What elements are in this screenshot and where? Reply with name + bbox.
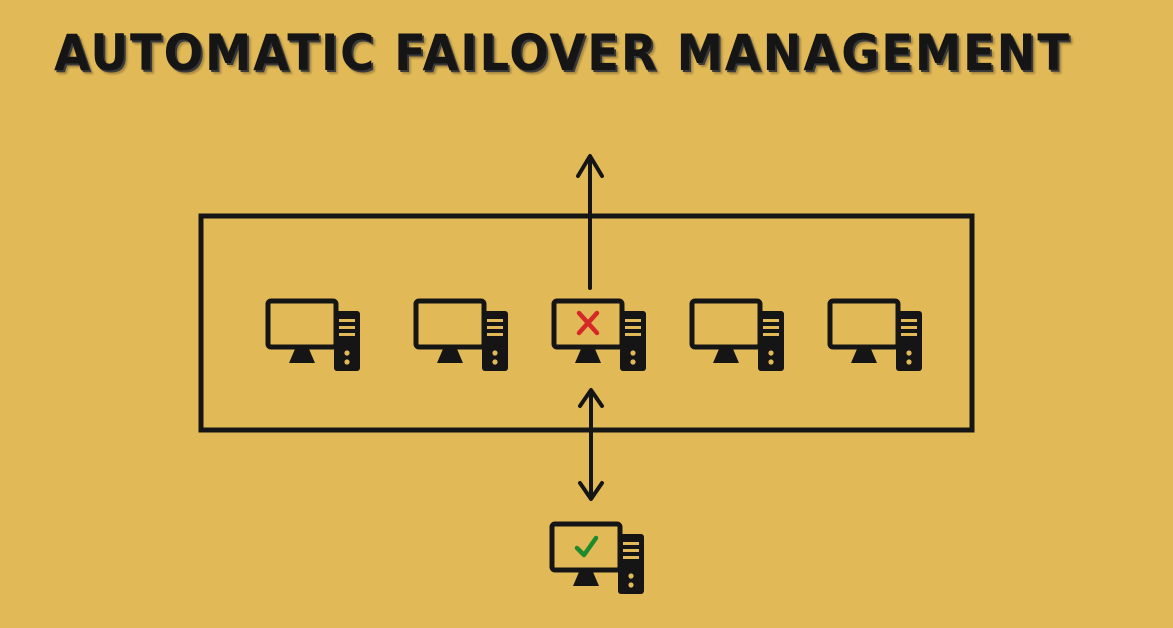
cluster-node-1 <box>268 301 360 371</box>
standby-node <box>552 524 644 594</box>
cluster-node-5 <box>830 301 922 371</box>
cluster-node-3-failed <box>554 301 646 371</box>
computer-icon <box>830 301 922 371</box>
cluster-node-2 <box>416 301 508 371</box>
computer-icon <box>416 301 508 371</box>
cluster-node-4 <box>692 301 784 371</box>
computer-icon <box>268 301 360 371</box>
red-cross-icon <box>576 310 600 336</box>
computer-icon <box>552 524 644 594</box>
failed-node-out-arrow <box>576 154 604 290</box>
cluster-box <box>198 213 975 433</box>
green-checkmark-icon <box>574 535 599 558</box>
page-title: AUTOMATIC FAILOVER MANAGEMENT <box>54 24 1071 82</box>
computer-icon <box>692 301 784 371</box>
standby-swap-arrow <box>578 388 604 501</box>
computer-icon <box>554 301 646 371</box>
